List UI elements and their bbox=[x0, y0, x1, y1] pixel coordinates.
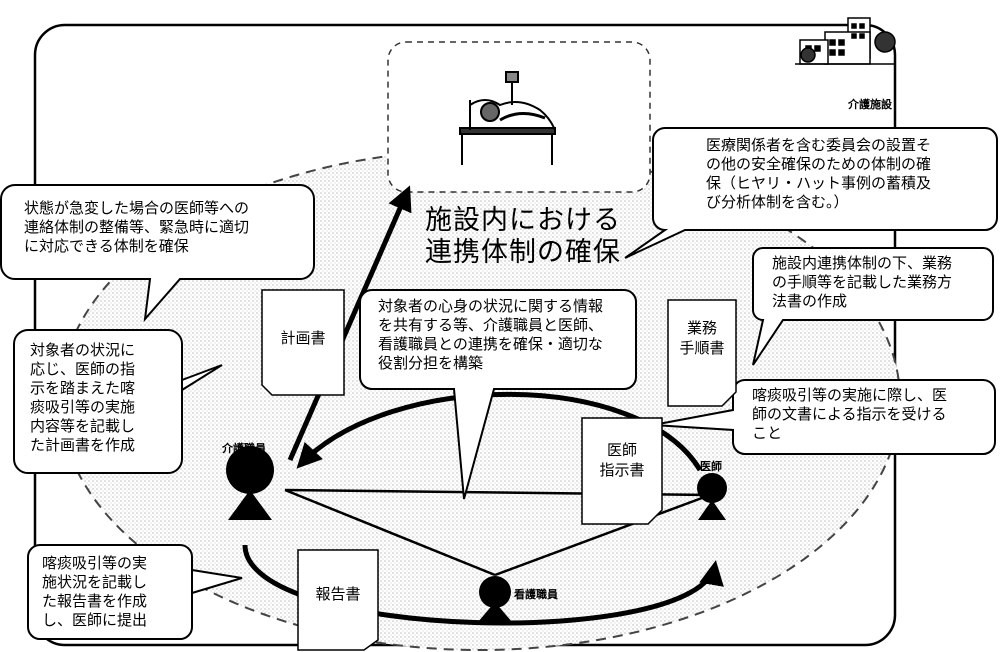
callout-information-sharing bbox=[359, 289, 637, 500]
callout-emergency-text: 状態が急変した場合の医師等への 連絡体制の整備等、緊急時に適切 に対応できる体制… bbox=[24, 199, 250, 255]
callout-safety-committee-text: 医療関係者を含む委員会の設置そ の他の安全確保のための体制の確 保（ヒヤリ・ハッ… bbox=[706, 136, 932, 211]
label-doctor: 医師 bbox=[700, 460, 722, 473]
callout-procedures bbox=[752, 247, 994, 366]
callout-safety-committee bbox=[624, 127, 998, 259]
callout-information-sharing-text: 対象者の心身の状況に関する情報 を共有する等、介護職員と医師、 看護職員との連携… bbox=[378, 297, 604, 372]
nurse-icon bbox=[478, 576, 512, 622]
arrow-report-to-doctor bbox=[242, 544, 724, 626]
care-worker-icon bbox=[226, 446, 274, 520]
doc-report bbox=[297, 549, 379, 651]
patient-box bbox=[387, 41, 651, 193]
callout-report-text: 喀痰吸引等の実 施状況を記載し た報告書を作成 し、医師に提出 bbox=[42, 554, 148, 629]
doc-procedures bbox=[667, 299, 737, 407]
callout-procedures-text: 施設内連携体制の下、業務 の手順等を記載した業務方 法書の作成 bbox=[772, 254, 953, 310]
arrow-to-patient bbox=[287, 185, 412, 462]
doc-doctor-instruction-label: 医師 指示書 bbox=[599, 441, 645, 479]
label-facility: 介護施設 bbox=[848, 98, 892, 111]
callout-doctor-instruction-text: 喀痰吸引等の実施に際し、医 師の文書による指示を受ける こと bbox=[752, 386, 948, 442]
diagram-title: 施設内における 連携体制の確保 bbox=[425, 205, 621, 268]
label-nurse: 看護職員 bbox=[514, 588, 558, 601]
callout-emergency bbox=[0, 184, 315, 323]
doc-doctor-instruction bbox=[581, 417, 663, 525]
doc-plan bbox=[261, 289, 345, 396]
doc-procedures-label: 業務 手順書 bbox=[679, 319, 725, 357]
callout-plan-text: 対象者の状況に 応じ、医師の指 示を踏まえた喀 痰吸引等の実施 内容等を記載し … bbox=[30, 341, 136, 454]
label-care-worker: 介護職員 bbox=[222, 442, 266, 455]
doc-report-label: 報告書 bbox=[315, 585, 361, 603]
arrow-doctor-to-careworker bbox=[296, 391, 703, 472]
callout-plan bbox=[13, 329, 223, 474]
building-icon bbox=[795, 17, 896, 65]
patient-in-bed-icon bbox=[459, 71, 556, 165]
doctor-icon bbox=[697, 473, 727, 520]
callout-report bbox=[27, 544, 243, 640]
doc-plan-label: 計画書 bbox=[280, 329, 326, 347]
